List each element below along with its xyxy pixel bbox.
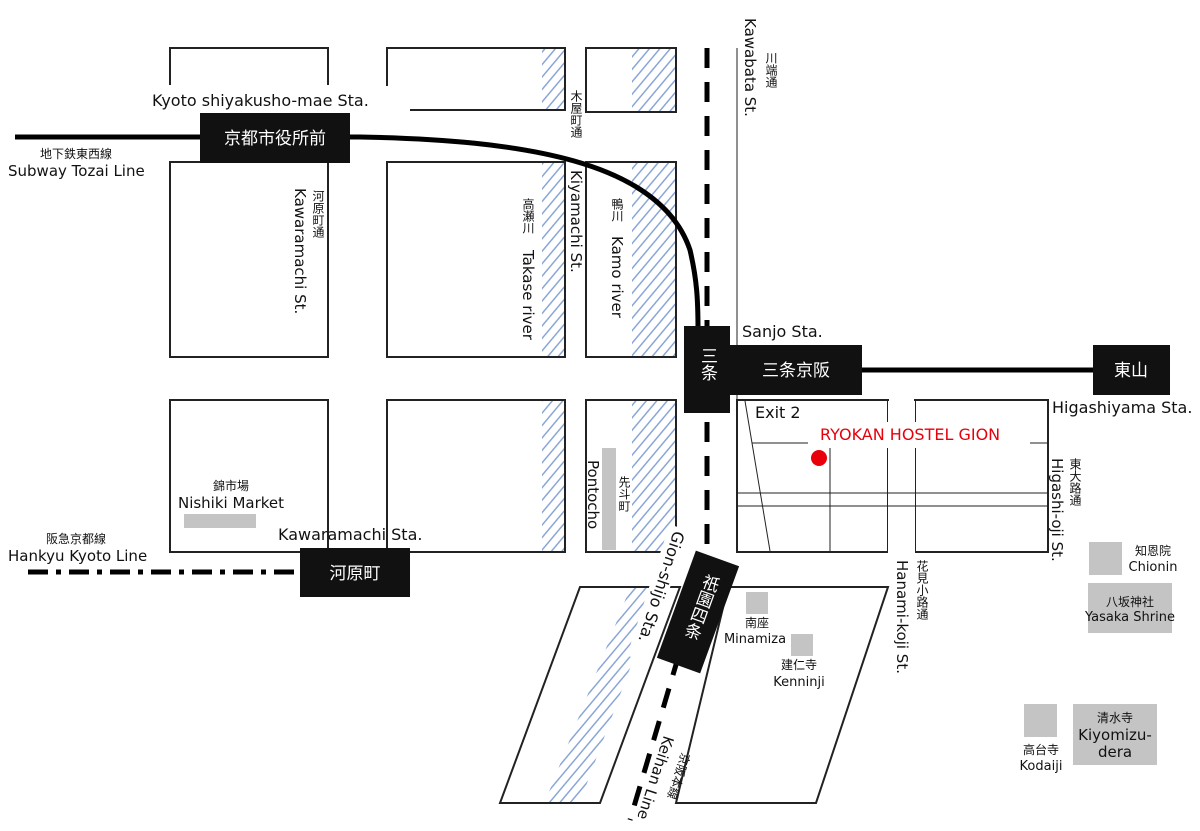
nishiki-jp-label: 錦市場	[213, 478, 249, 493]
nishiki-en-label: Nishiki Market	[178, 494, 284, 512]
station-en-label: Kyoto shiyakusho-mae Sta.	[152, 91, 369, 110]
kiyomizudera-marker	[1073, 704, 1157, 765]
kodaiji-en-label: Kodaiji	[1020, 759, 1063, 774]
higashioji-st-jp-label: 東大路通	[1068, 458, 1082, 506]
kamo-river-segment	[632, 401, 675, 551]
kenninji-jp-label: 建仁寺	[781, 658, 817, 672]
station-kawaramachi[interactable]: 河原町	[300, 548, 410, 597]
takase-river-segment	[542, 163, 564, 356]
nishiki-market-marker	[184, 514, 256, 528]
block	[386, 399, 566, 553]
kiyamachi-st-jp-label: 木屋町通	[569, 90, 583, 138]
station-gion-shijo[interactable]: 祇園四条	[656, 550, 740, 674]
destination-label: RYOKAN HOSTEL GION	[820, 425, 1000, 444]
yasaka-shrine-marker	[1088, 583, 1172, 633]
pontocho-en-label: Pontocho	[584, 460, 602, 529]
block	[386, 47, 566, 111]
yasaka-jp-label: 八坂神社	[1106, 594, 1154, 609]
tozai-line-en-label: Subway Tozai Line	[8, 162, 145, 180]
chionin-jp-label: 知恩院	[1135, 544, 1171, 558]
hanamikoji-st-jp-label: 花見小路通	[915, 559, 929, 620]
higashioji-st-en-label: Higashi-oji St.	[1048, 458, 1066, 562]
kawaramachi-st-en-label: Kawaramachi St.	[291, 188, 309, 314]
destination-marker-icon[interactable]	[811, 450, 827, 466]
kawabata-st-en-label: Kawabata St.	[741, 18, 759, 117]
station-en-label: Kawaramachi Sta.	[278, 525, 422, 544]
minamiza-jp-label: 南座	[745, 615, 769, 630]
station-en-label: Sanjo Sta.	[742, 322, 823, 341]
kiyomizu-jp-label: 清水寺	[1097, 711, 1133, 725]
takase-river-segment	[542, 401, 564, 551]
hankyu-line-jp-label: 阪急京都線	[46, 531, 106, 546]
kodaiji-jp-label: 高台寺	[1023, 742, 1059, 757]
block	[169, 47, 329, 85]
tozai-line	[15, 134, 1095, 373]
station-higashiyama[interactable]: 東山	[1093, 345, 1170, 395]
station-sanjo[interactable]: 三条 三条京阪	[684, 326, 862, 413]
kamo-river-en-label: Kamo river	[608, 236, 626, 319]
chionin-en-label: Chionin	[1129, 560, 1178, 575]
takase-river-en-label: Takase river	[519, 249, 537, 341]
kamo-river-segment	[545, 588, 660, 802]
block	[674, 586, 890, 804]
hanamikoji-st-en-label: Hanami-koji St.	[893, 560, 911, 674]
station-jp-label: 三条	[697, 347, 718, 381]
kawabata-st-jp-label: 川端通	[764, 52, 778, 88]
kiyomizu-en-label: Kiyomizu-	[1078, 726, 1152, 744]
kamo-river-segment	[632, 49, 675, 111]
kiyamachi-st-en-label: Kiyamachi St.	[567, 170, 585, 273]
kiyomizu-en-label-2: dera	[1098, 743, 1132, 761]
kawaramachi-st-jp-label: 河原町通	[311, 190, 325, 238]
yasaka-en-label: Yasaka Shrine	[1084, 610, 1175, 625]
takase-river-segment	[542, 49, 564, 109]
block	[386, 161, 566, 358]
kenninji-marker	[791, 634, 813, 656]
kenninji-en-label: Kenninji	[773, 675, 824, 690]
chionin-marker	[1089, 542, 1122, 575]
kamo-river-segment	[632, 163, 675, 356]
station-jp-label: 東山	[1114, 361, 1148, 381]
station-jp-label: 京都市役所前	[224, 129, 326, 149]
pontocho-marker	[602, 448, 616, 550]
kodaiji-marker	[1024, 704, 1057, 737]
exit-2-label: Exit 2	[755, 403, 801, 422]
rivers	[542, 49, 675, 802]
tozai-line-jp-label: 地下鉄東西線	[40, 146, 112, 161]
minamiza-en-label: Minamiza	[724, 632, 786, 647]
station-jp-label: 三条京阪	[762, 361, 830, 381]
hankyu-line-en-label: Hankyu Kyoto Line	[8, 547, 147, 565]
station-en-label: Higashiyama Sta.	[1052, 398, 1192, 417]
station-kyoto-shiyakusho-mae[interactable]: 京都市役所前	[200, 113, 350, 163]
pontocho-jp-label: 先斗町	[617, 476, 631, 512]
station-jp-label: 河原町	[330, 564, 381, 584]
kamo-river-jp-label: 鴨川	[610, 198, 624, 222]
takase-river-jp-label: 高瀬川	[521, 197, 535, 234]
minamiza-marker	[746, 592, 768, 614]
